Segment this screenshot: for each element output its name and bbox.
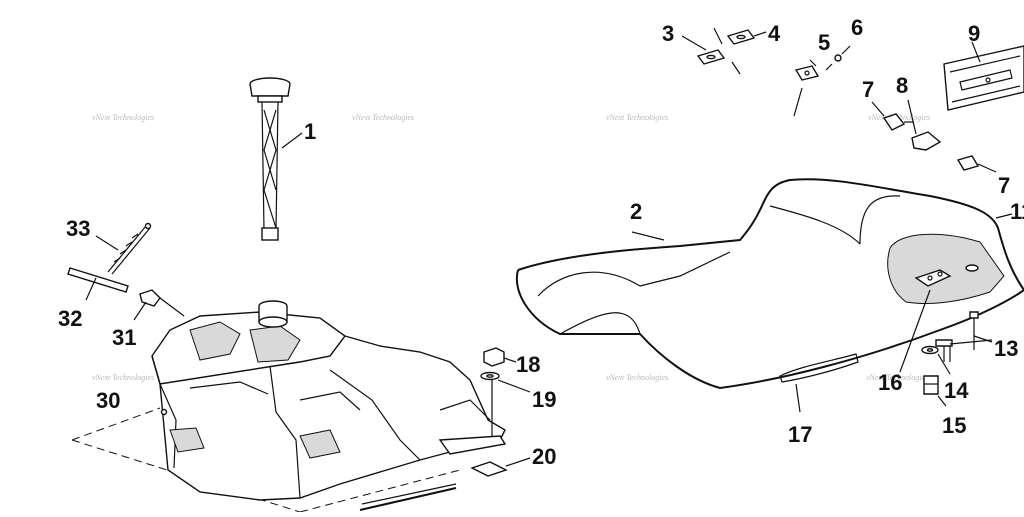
watermark-text: vNext Technologies xyxy=(92,373,154,382)
callout-11: 11 xyxy=(1010,199,1024,224)
callout-13: 13 xyxy=(994,336,1018,361)
tank-fastener-parts xyxy=(470,347,531,477)
watermark-text: vNext Technologies xyxy=(866,373,928,382)
callout-3: 3 xyxy=(662,21,674,46)
callout-33: 33 xyxy=(66,216,90,241)
watermark-text: vNext Technologies xyxy=(606,373,668,382)
callout-15: 15 xyxy=(942,413,966,438)
callout-labels: 1 2 3 4 5 6 7 8 9 11 13 14 15 16 17 18 1… xyxy=(58,15,1024,469)
callout-9: 9 xyxy=(968,21,980,46)
watermark-text: vNext Technologies xyxy=(92,113,154,122)
callout-1: 1 xyxy=(304,119,316,144)
callout-30: 30 xyxy=(96,388,120,413)
seat-fastener-parts xyxy=(921,311,993,407)
callout-7: 7 xyxy=(862,77,874,102)
callout-14: 14 xyxy=(944,378,969,403)
watermark-text: vNext Technologies xyxy=(352,113,414,122)
callout-32: 32 xyxy=(58,306,82,331)
callout-19: 19 xyxy=(532,387,556,412)
callout-16: 16 xyxy=(878,370,902,395)
callout-18: 18 xyxy=(516,352,540,377)
fuel-tank-part xyxy=(71,300,507,513)
small-bracket-parts xyxy=(681,27,851,117)
callout-31: 31 xyxy=(112,325,136,350)
vent-hose-parts xyxy=(67,222,185,321)
callout-4: 4 xyxy=(768,21,781,46)
callout-7-second: 7 xyxy=(998,173,1010,198)
seat-part xyxy=(515,178,1024,413)
watermark-text: vNext Technologies xyxy=(606,113,668,122)
callout-6: 6 xyxy=(851,15,863,40)
fuel-pickup-part xyxy=(249,77,303,241)
callout-2: 2 xyxy=(630,199,642,224)
callout-8: 8 xyxy=(896,73,908,98)
callout-5: 5 xyxy=(818,30,830,55)
callout-17: 17 xyxy=(788,422,812,447)
callout-20: 20 xyxy=(532,444,556,469)
tail-light-parts xyxy=(871,41,1024,173)
